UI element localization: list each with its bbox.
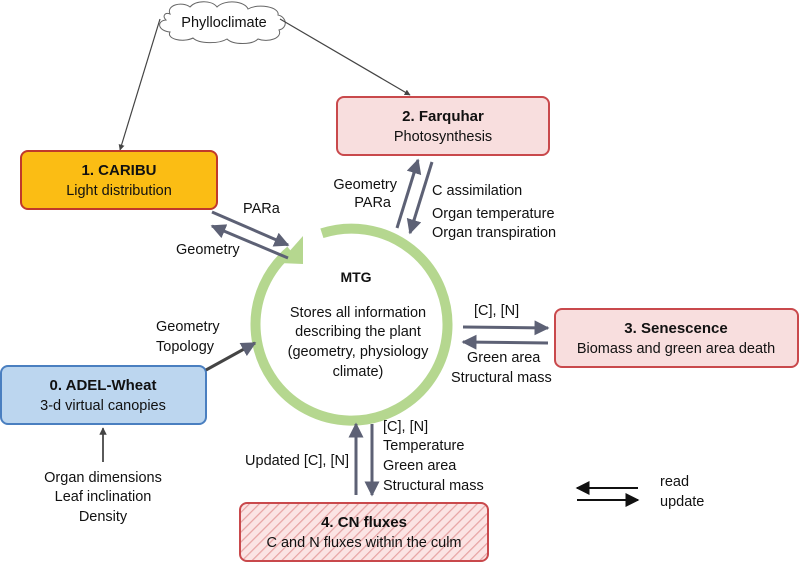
mtg-ring-arrowhead [279, 236, 303, 264]
senescence-update-label-2: Structural mass [451, 370, 552, 386]
senescence-box-frame [554, 308, 799, 368]
adel-wheat-title: 0. ADEL-Wheat [50, 377, 157, 394]
senescence-title: 3. Senescence [624, 320, 727, 337]
adel-input-label-2: Leaf inclination [55, 489, 152, 505]
cn-fluxes-box: 4. CN fluxes C and N fluxes within the c… [239, 502, 489, 562]
cloud-to-caribu-arrow [118, 18, 161, 151]
cn-fluxes-box-frame [239, 502, 489, 562]
farquhar-box-frame [336, 96, 550, 156]
adel-update-label-2: Topology [156, 339, 215, 355]
farquhar-read-label-1: Geometry [333, 177, 397, 193]
cnfluxes-read-label-3: Green area [383, 458, 457, 474]
senescence-read-arrow [462, 320, 550, 336]
farquhar-update-label-2: Organ temperature [432, 206, 555, 222]
caribu-subtitle: Light distribution [66, 183, 172, 199]
mtg-description-line-3: (geometry, physiology [288, 344, 430, 360]
caribu-update-arrow [211, 210, 290, 247]
cn-fluxes-title: 4. CN fluxes [321, 514, 407, 531]
senescence-subtitle: Biomass and green area death [577, 341, 775, 357]
farquhar-update-label-1: C assimilation [432, 183, 522, 199]
caribu-read-arrow [210, 224, 289, 260]
mtg-title: MTG [340, 269, 371, 285]
farquhar-update-arrow [406, 161, 434, 235]
adel-wheat-box: 0. ADEL-Wheat 3-d virtual canopies [0, 365, 207, 425]
cnfluxes-read-label-2: Temperature [383, 438, 464, 454]
farquhar-title: 2. Farquhar [402, 108, 484, 125]
caribu-update-label: PARa [243, 201, 281, 217]
senescence-update-label-1: Green area [467, 350, 541, 366]
farquhar-subtitle: Photosynthesis [394, 129, 492, 145]
phylloclimate-cloud: Phylloclimate [159, 1, 286, 44]
adel-update-arrow [205, 341, 257, 372]
caribu-read-label: Geometry [176, 242, 240, 258]
adel-wheat-subtitle: 3-d virtual canopies [40, 398, 166, 414]
legend-read-label: read [660, 474, 689, 490]
legend-update-label: update [660, 494, 704, 510]
senescence-box: 3. Senescence Biomass and green area dea… [554, 308, 799, 368]
caribu-title: 1. CARIBU [81, 162, 156, 179]
senescence-update-arrow [461, 334, 549, 350]
mtg-description-line-1: Stores all information [290, 305, 426, 321]
cnfluxes-read-label-4: Structural mass [383, 478, 484, 494]
cnfluxes-read-label-1: [C], [N] [383, 419, 428, 435]
cnfluxes-update-label: Updated [C], [N] [245, 453, 349, 469]
cloud-to-farquhar-arrow [279, 18, 411, 96]
caribu-box-frame [20, 150, 218, 210]
senescence-read-label: [C], [N] [474, 303, 519, 319]
farquhar-read-label-2: PARa [354, 195, 392, 211]
legend: read update [575, 474, 704, 510]
cloud-label: Phylloclimate [181, 15, 266, 31]
farquhar-read-arrow [395, 158, 422, 229]
caribu-box: 1. CARIBU Light distribution [20, 150, 218, 210]
mtg-ring [250, 223, 453, 426]
farquhar-box: 2. Farquhar Photosynthesis [336, 96, 550, 156]
adel-input-label-1: Organ dimensions [44, 470, 162, 486]
cloud-shape [159, 1, 286, 44]
mtg-description-line-4: climate) [333, 364, 384, 380]
adel-update-label-1: Geometry [156, 319, 220, 335]
cn-fluxes-subtitle: C and N fluxes within the culm [266, 535, 461, 551]
adel-wheat-box-frame [0, 365, 207, 425]
farquhar-update-label-3: Organ transpiration [432, 225, 556, 241]
adel-input-label-3: Density [79, 509, 128, 525]
mtg-description-line-2: describing the plant [295, 324, 421, 340]
